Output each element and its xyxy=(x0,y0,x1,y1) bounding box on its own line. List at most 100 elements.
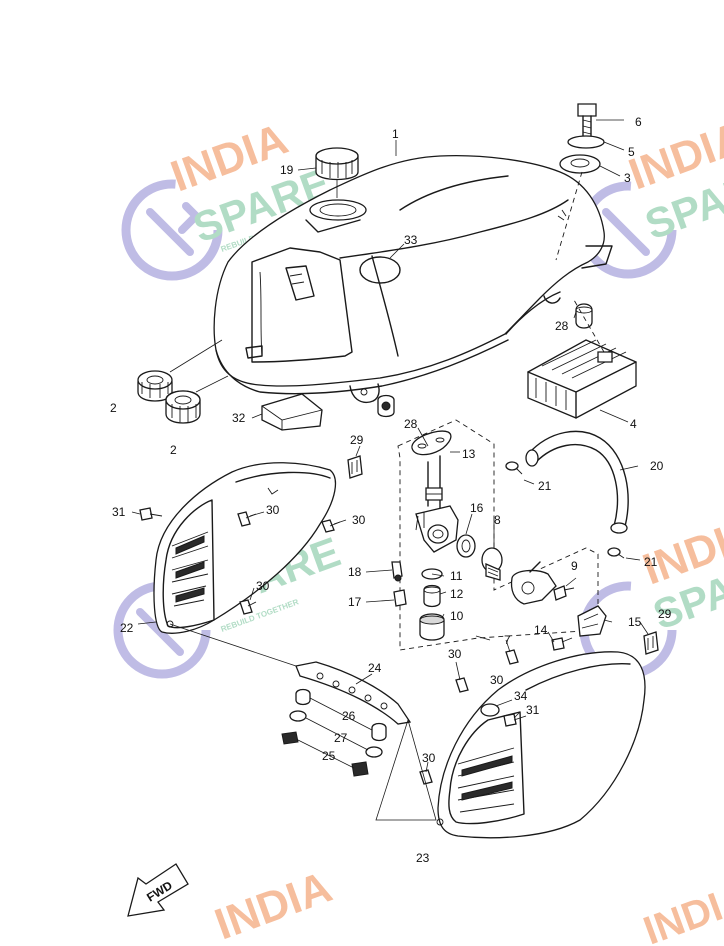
callout-30-a: 30 xyxy=(266,503,280,517)
bolt-30-f xyxy=(419,769,433,785)
bolt-14 xyxy=(551,637,573,651)
callout-28-upper: 28 xyxy=(555,319,569,333)
bolt-30-d xyxy=(455,677,469,693)
watermark-text-india: INDIA xyxy=(209,862,338,946)
callout-2-upper: 2 xyxy=(110,401,117,415)
callout-29-right: 29 xyxy=(658,607,672,621)
callout-24: 24 xyxy=(368,661,382,675)
callout-9: 9 xyxy=(571,559,578,573)
fuel-cock-screw-18 xyxy=(391,561,403,582)
fuel-cock-body xyxy=(415,505,459,553)
callout-6: 6 xyxy=(635,115,642,129)
callout-30-f: 30 xyxy=(422,751,436,765)
callout-30-b: 30 xyxy=(352,513,366,527)
bolt-31-a xyxy=(139,507,163,521)
fuel-strainer-pipes xyxy=(425,455,443,509)
side-cover-left xyxy=(153,462,337,634)
callout-12: 12 xyxy=(450,587,464,601)
callout-31-right: 31 xyxy=(526,703,540,717)
mount-guideline xyxy=(555,171,583,261)
callout-7: 7 xyxy=(504,633,511,647)
callout-10: 10 xyxy=(450,609,464,623)
watermark-text-india: INDIA xyxy=(638,875,724,946)
leader-23-bracket xyxy=(375,718,437,821)
callout-4: 4 xyxy=(630,417,637,431)
tank-rubber-damper-right xyxy=(575,303,593,329)
callout-28-lower: 28 xyxy=(404,417,418,431)
callout-29-left: 29 xyxy=(350,433,364,447)
callout-34: 34 xyxy=(514,689,528,703)
callout-14: 14 xyxy=(534,623,548,637)
watermark-logo-icon xyxy=(121,179,223,281)
tank-rubber-damper-left xyxy=(377,394,395,418)
hose-clip-lower xyxy=(607,547,625,559)
callout-8: 8 xyxy=(494,513,501,527)
watermark-bottom: INDIA INDIA xyxy=(209,862,724,946)
fuel-hose xyxy=(525,430,629,534)
leader-22-bracket xyxy=(169,623,297,667)
grommet-guideline xyxy=(169,339,229,393)
leader-9 xyxy=(565,577,577,587)
tank-damper xyxy=(559,154,601,174)
callout-23: 23 xyxy=(416,851,430,865)
bolt-31-b xyxy=(503,713,527,727)
fwd-arrow-icon: FWD xyxy=(127,863,189,917)
fuel-cap xyxy=(315,147,359,198)
cover-bracket xyxy=(295,661,412,725)
fuel-bowl-parts xyxy=(419,568,445,641)
tank-mount-bolt xyxy=(577,103,597,139)
fuel-cock-gasket xyxy=(411,430,452,456)
bracket-fasteners xyxy=(281,688,387,777)
fuel-cock-screw-17 xyxy=(393,589,407,607)
side-cover-right xyxy=(436,651,646,839)
callout-15: 15 xyxy=(628,615,642,629)
tank-pad-edge xyxy=(261,405,323,430)
callout-13: 13 xyxy=(462,447,476,461)
watermark-top-right: INDIA SPARE xyxy=(579,112,724,279)
callout-19: 19 xyxy=(280,163,294,177)
callout-17: 17 xyxy=(348,595,362,609)
callout-21-lower: 21 xyxy=(644,555,658,569)
callout-30-e: 30 xyxy=(490,673,504,687)
callout-33: 33 xyxy=(404,233,418,247)
tank-washer xyxy=(567,135,605,149)
callout-2-lower: 2 xyxy=(170,443,177,457)
fuel-cock-oring xyxy=(456,534,476,558)
callout-3: 3 xyxy=(624,171,631,185)
fuel-cock-screw-9 xyxy=(553,585,575,601)
callout-numbers: 1 2 2 3 4 5 6 7 8 9 10 11 12 13 14 15 16… xyxy=(110,115,672,865)
callout-1: 1 xyxy=(392,127,399,141)
tank-pad xyxy=(261,393,323,431)
fuel-cock-lever-plate xyxy=(510,561,557,605)
fuel-cock-lever-shaft xyxy=(481,547,503,581)
grommet-34 xyxy=(480,703,500,717)
leader-lines xyxy=(131,119,649,773)
clip-29-b xyxy=(643,631,659,655)
fuel-cock-boundary xyxy=(397,419,599,651)
bolt-30-e xyxy=(505,649,519,665)
callout-11: 11 xyxy=(450,569,463,583)
callout-16: 16 xyxy=(470,501,484,515)
callout-25: 25 xyxy=(322,749,336,763)
bolt-30-b xyxy=(321,519,341,533)
callout-31-left: 31 xyxy=(112,505,126,519)
callout-26: 26 xyxy=(342,709,356,723)
callout-32: 32 xyxy=(232,411,246,425)
tank-grommet-inner xyxy=(165,390,201,424)
callout-20: 20 xyxy=(650,459,664,473)
bolt-30-c xyxy=(239,599,257,615)
callout-30-c: 30 xyxy=(256,579,270,593)
callout-27: 27 xyxy=(334,731,348,745)
callout-18: 18 xyxy=(348,565,362,579)
callout-22: 22 xyxy=(120,621,134,635)
callout-5: 5 xyxy=(628,145,635,159)
damper-15 xyxy=(577,605,607,637)
callout-21-upper: 21 xyxy=(538,479,552,493)
hose-clip-upper xyxy=(505,461,523,475)
clip-29-a xyxy=(347,455,363,479)
tank-rear-mark xyxy=(557,209,567,221)
tank-grommet-outer xyxy=(137,370,173,402)
regulator-box xyxy=(527,299,637,419)
fuel-tank xyxy=(213,155,613,404)
